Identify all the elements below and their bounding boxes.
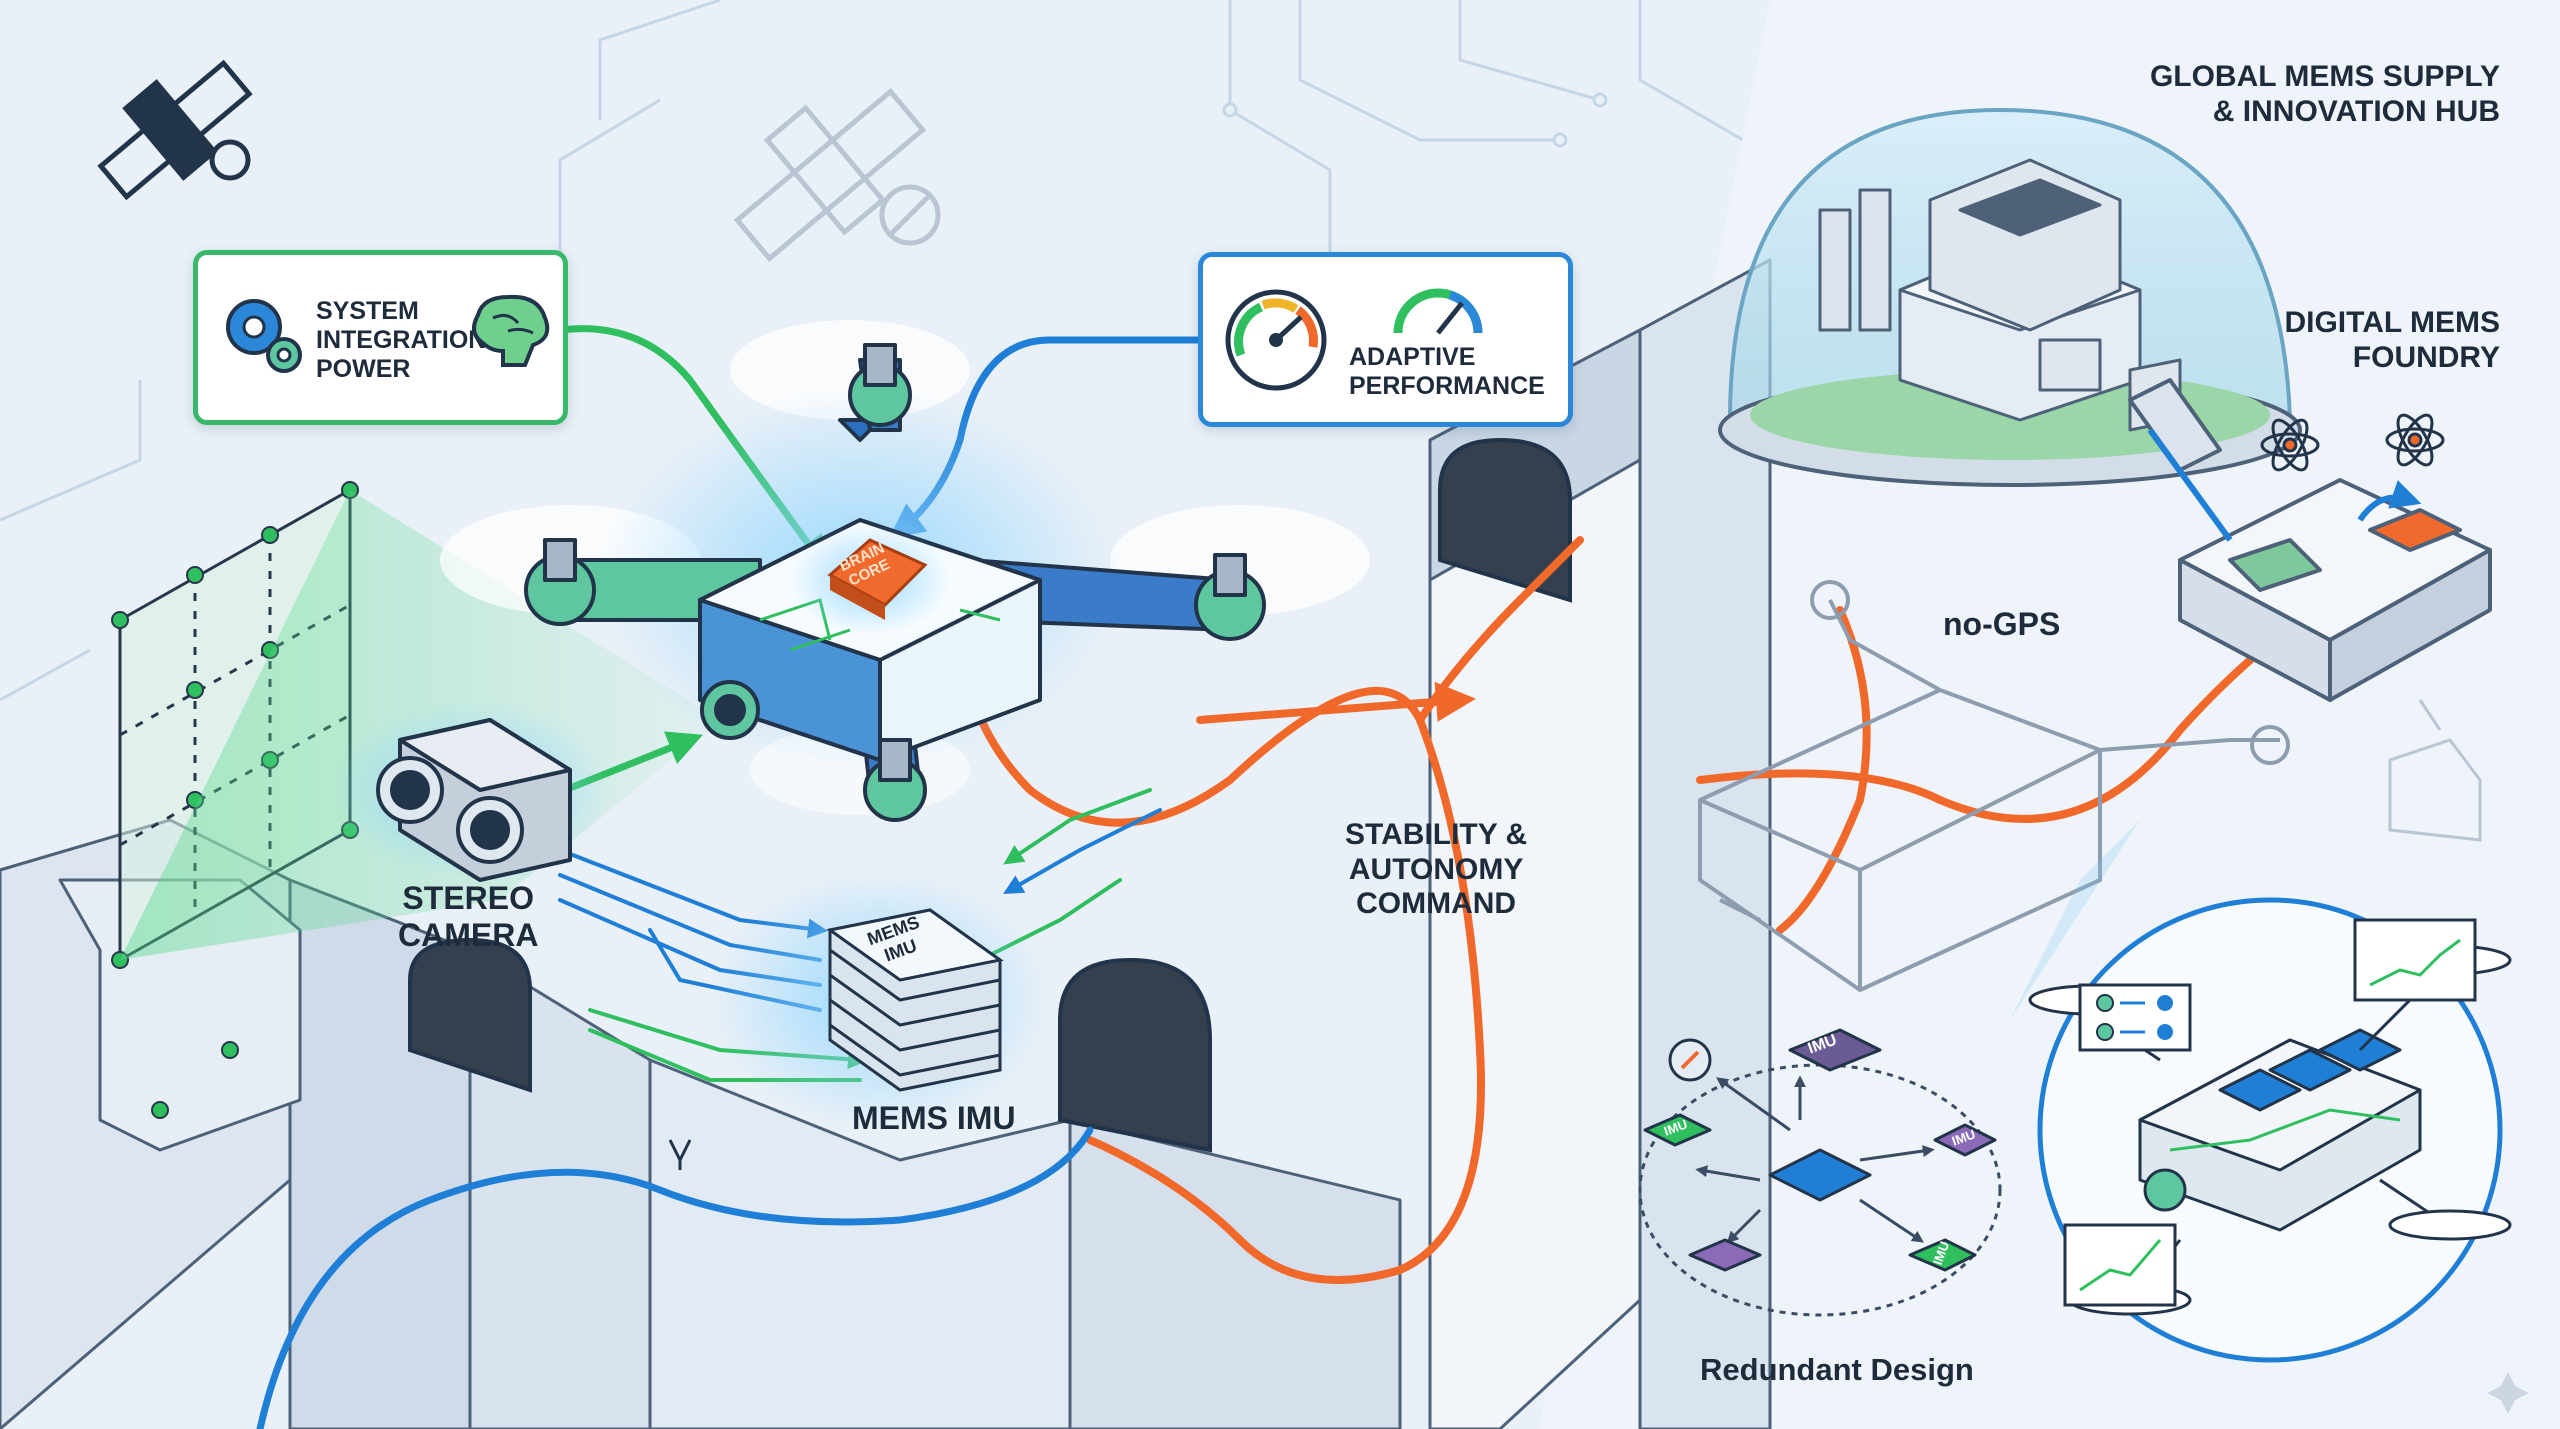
redundant-design-label: Redundant Design xyxy=(1700,1352,1974,1387)
stereo-camera xyxy=(330,700,610,882)
tool-glyph xyxy=(668,1139,692,1170)
atom-icon-1 xyxy=(2260,418,2320,472)
brain-core-chip xyxy=(790,525,950,635)
global-hub-line-1: GLOBAL MEMS SUPPLY xyxy=(2149,60,2500,93)
satellite-icon-left xyxy=(97,59,253,201)
speedometer-icon xyxy=(1225,289,1327,391)
digital-mems-foundry xyxy=(2128,378,2492,702)
stability-line-3: COMMAND xyxy=(1356,887,1517,920)
gauge-icon xyxy=(1393,288,1483,335)
system-integration-card: SYSTEM INTEGRATION POWER xyxy=(193,250,568,425)
adaptive-label-line-2: PERFORMANCE xyxy=(1349,371,1545,400)
global-hub-label: GLOBAL MEMS SUPPLY & INNOVATION HUB xyxy=(2120,60,2500,129)
zoom-detail-circle xyxy=(2010,820,2512,1363)
mini-chart-top-right xyxy=(2353,918,2477,1002)
no-gps-label: no-GPS xyxy=(1943,606,2061,642)
system-label-line-2: INTEGRATION xyxy=(316,325,487,354)
tunnel-right xyxy=(1438,437,1572,603)
no-gps-drone-outline xyxy=(1698,580,2290,992)
building-sketch-icon xyxy=(2388,699,2482,842)
tunnel-left xyxy=(408,937,532,1093)
mems-imu-label: MEMS IMU xyxy=(852,1100,1016,1136)
atom-icon-2 xyxy=(2385,413,2445,467)
mems-imu-stack xyxy=(710,870,1050,1130)
mini-chart-bottom-left xyxy=(2063,1223,2177,1307)
adaptive-performance-card: ADAPTIVE PERFORMANCE xyxy=(1198,252,1573,427)
redundant-design-network xyxy=(1638,1028,2002,1317)
global-hub-line-2: & INNOVATION HUB xyxy=(2212,94,2500,128)
main-drone xyxy=(440,320,1370,822)
sparkle-icon xyxy=(2487,1372,2529,1414)
foundry-line-1: DIGITAL MEMS xyxy=(2284,306,2500,339)
stereo-label-line-1: STEREO xyxy=(402,880,534,916)
tunnel-center xyxy=(1058,957,1212,1153)
stereo-camera-label: STEREO CAMERA xyxy=(398,880,538,954)
system-integration-label: SYSTEM INTEGRATION POWER xyxy=(316,297,486,383)
system-label-line-3: POWER xyxy=(316,354,411,383)
brain-icon xyxy=(472,294,550,367)
stability-line-2: AUTONOMY xyxy=(1348,852,1524,886)
mini-flow-panel xyxy=(2078,983,2192,1052)
system-label-line-1: SYSTEM xyxy=(316,297,419,325)
stereo-label-line-2: CAMERA xyxy=(398,916,539,953)
adaptive-label-line-1: ADAPTIVE xyxy=(1349,343,1476,371)
foundry-line-2: FOUNDRY xyxy=(2352,340,2500,374)
satellite-icon-faded xyxy=(733,88,941,262)
stability-command-label: STABILITY & AUTONOMY COMMAND xyxy=(1345,818,1527,922)
digital-foundry-label: DIGITAL MEMS FOUNDRY xyxy=(2220,306,2500,375)
gears-icon xyxy=(226,299,302,373)
stability-line-1: STABILITY & xyxy=(1345,818,1528,851)
adaptive-performance-label: ADAPTIVE PERFORMANCE xyxy=(1349,343,1545,401)
